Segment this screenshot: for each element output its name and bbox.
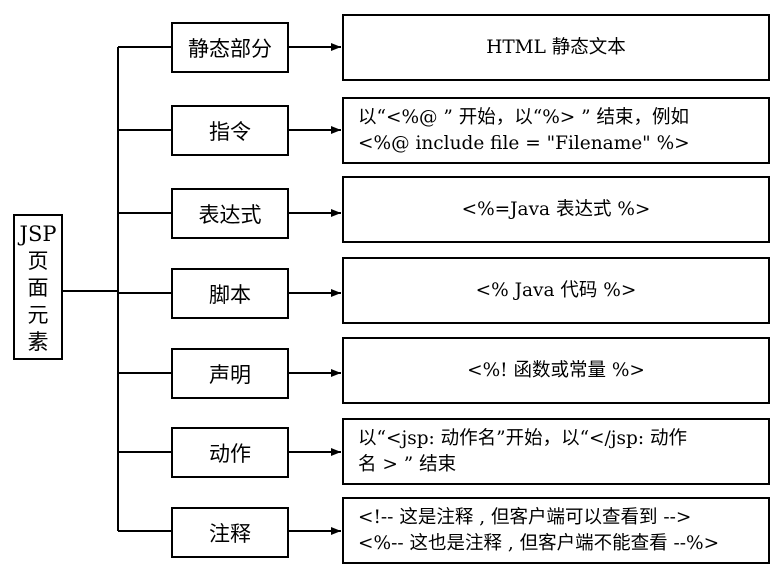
description-line: 名 > ” 结束 [358, 453, 457, 475]
description-box-comment: <!-- 这是注释 , 但客户端可以查看到 --> <%-- 这也是注释 , 但… [342, 497, 770, 564]
description-box-declaration: <%! 函数或常量 %> [342, 337, 770, 404]
category-label: 动作 [209, 441, 251, 466]
description-text: <% Java 代码 %> [475, 279, 637, 301]
root-label-line: 元 [27, 302, 49, 327]
description-line: <%@ include file = "Filename" %> [358, 132, 690, 154]
description-text: <!-- 这是注释 , 但客户端可以查看到 --> <%-- 这也是注释 , 但… [358, 505, 719, 557]
root-label-line: 素 [27, 329, 49, 354]
description-box-expression: <%=Java 表达式 %> [342, 176, 770, 243]
description-line: 以“<%@ ” 开始，以“%> ” 结束，例如 [358, 106, 690, 128]
description-text: 以“<jsp: 动作名”开始，以“</jsp: 动作 名 > ” 结束 [358, 426, 687, 478]
description-box-action: 以“<jsp: 动作名”开始，以“</jsp: 动作 名 > ” 结束 [342, 418, 770, 485]
description-box-directive: 以“<%@ ” 开始，以“%> ” 结束，例如 <%@ include file… [342, 97, 770, 164]
root-label-line: 页 [27, 248, 49, 273]
category-box-declaration: 声明 [171, 348, 289, 399]
root-label-line: JSP [19, 221, 57, 246]
root-label: JSP 页 面 元 素 [20, 221, 57, 356]
category-label: 声明 [209, 362, 251, 387]
root-box-jsp-page-elements: JSP 页 面 元 素 [13, 214, 63, 360]
category-box-directive: 指令 [171, 105, 289, 156]
category-label: 脚本 [209, 282, 251, 307]
category-box-static: 静态部分 [171, 22, 289, 73]
description-line: 以“<jsp: 动作名”开始，以“</jsp: 动作 [358, 427, 687, 449]
category-box-action: 动作 [171, 427, 289, 478]
description-box-static: HTML 静态文本 [342, 14, 770, 81]
description-line: <%-- 这也是注释 , 但客户端不能查看 --%> [358, 532, 720, 554]
category-label: 指令 [209, 119, 251, 144]
description-text: <%=Java 表达式 %> [461, 198, 651, 220]
description-line: <!-- 这是注释 , 但客户端可以查看到 --> [358, 506, 692, 528]
category-label: 表达式 [198, 202, 262, 227]
category-label: 注释 [209, 521, 251, 546]
description-text: <%! 函数或常量 %> [467, 359, 645, 381]
root-label-line: 面 [27, 275, 49, 300]
category-box-script: 脚本 [171, 268, 289, 319]
category-label: 静态部分 [188, 36, 272, 61]
category-box-comment: 注释 [171, 507, 289, 558]
description-box-script: <% Java 代码 %> [342, 257, 770, 324]
description-text: HTML 静态文本 [486, 36, 626, 58]
category-box-expression: 表达式 [171, 188, 289, 239]
description-text: 以“<%@ ” 开始，以“%> ” 结束，例如 <%@ include file… [358, 105, 690, 157]
